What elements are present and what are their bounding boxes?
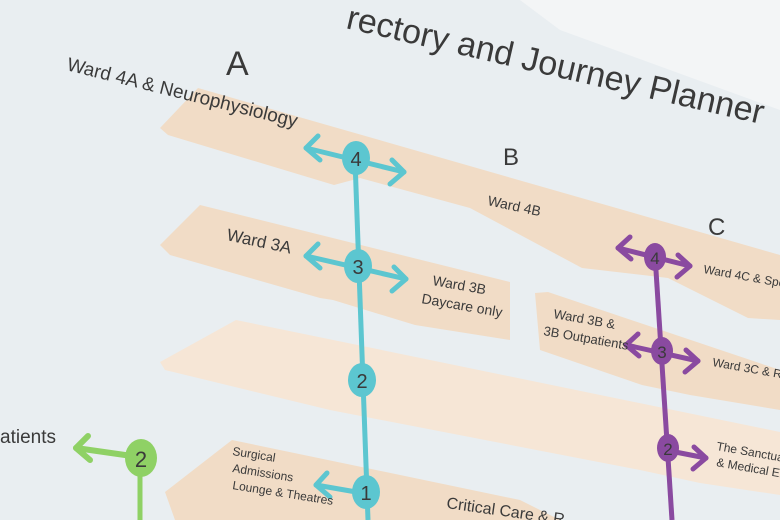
lift-line-c [652,254,675,520]
floor-badge-c4: 4 [644,243,666,271]
svg-text:1: 1 [360,483,371,505]
column-a-label: A [226,45,249,83]
lift-line-a [352,159,371,520]
floor-badge-left2: 2 [125,439,157,477]
svg-text:2: 2 [135,447,147,472]
column-b-label: B [503,144,519,171]
svg-text:2: 2 [663,440,672,459]
floor-badge-a2: 2 [348,363,376,397]
column-c-label: C [708,214,725,241]
label-surgical-line1: Surgical [232,444,277,465]
wall-shadow [520,0,780,110]
floor-badge-a1: 1 [352,475,380,509]
svg-text:4: 4 [350,149,361,171]
svg-text:3: 3 [657,343,666,362]
floor-2-slab [160,320,780,495]
left-arrow-icon [73,433,135,463]
floor-4-slab [160,88,780,320]
svg-text:2: 2 [356,371,367,393]
floor-badge-c3: 3 [651,337,673,365]
floor-badge-a4: 4 [342,141,370,175]
svg-text:4: 4 [650,249,659,268]
label-patients: atients [0,427,56,448]
floor-3-slab-a [160,205,510,340]
svg-text:3: 3 [352,257,363,279]
floor-badge-c2: 2 [657,434,679,462]
floor-badge-a3: 3 [344,249,372,283]
